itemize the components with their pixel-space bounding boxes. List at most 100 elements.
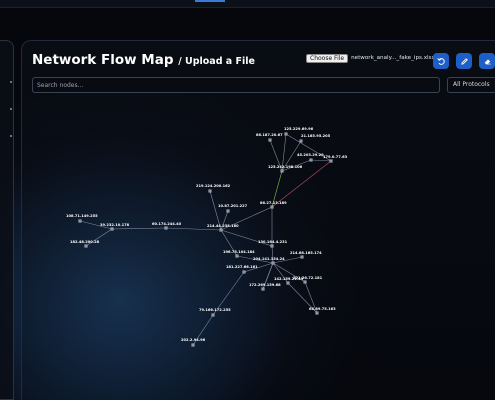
graph-edge	[287, 282, 318, 314]
graph-node[interactable]: 21.185.95.205	[299, 134, 331, 143]
graph-node[interactable]: 108.71.149.255	[66, 214, 98, 223]
graph-edge	[209, 190, 222, 231]
graph-node[interactable]: 196.75.104.184	[223, 250, 255, 258]
main-panel	[21, 40, 495, 400]
pen-icon	[460, 57, 468, 65]
search-input[interactable]	[32, 77, 440, 93]
graph-node-marker[interactable]	[270, 205, 274, 209]
graph-node[interactable]: 172.269.159.68	[249, 283, 281, 291]
graph-edge	[220, 206, 273, 231]
graph-node[interactable]: 202.2.94.96	[181, 338, 206, 347]
graph-node-label: 202.2.94.96	[181, 338, 206, 342]
graph-node-marker[interactable]	[84, 244, 88, 248]
graph-edge	[271, 160, 332, 208]
graph-node[interactable]: 10.87.201.227	[218, 204, 248, 213]
graph-node-marker[interactable]	[271, 261, 275, 265]
graph-node-marker[interactable]	[329, 159, 333, 163]
draw-button[interactable]	[456, 53, 472, 69]
graph-node-marker[interactable]	[300, 255, 304, 259]
graph-node-label: 21.185.95.205	[301, 134, 331, 138]
graph-edge	[272, 262, 289, 284]
graph-node-label: 125.242.198.106	[268, 165, 303, 169]
graph-edge	[111, 227, 167, 230]
graph-node-marker[interactable]	[219, 228, 223, 232]
graph-node-label: 130.164.4.231	[258, 240, 288, 244]
graph-node[interactable]: 204.141.154.24	[253, 257, 285, 265]
graph-node-marker[interactable]	[261, 287, 265, 291]
protocol-filter-value: All Protocols	[453, 81, 490, 88]
graph-edge	[220, 229, 273, 247]
graph-node[interactable]: 179.0.77.63	[323, 155, 348, 163]
graph-node-marker[interactable]	[164, 226, 168, 230]
graph-node-label: 86.187.20.67	[256, 133, 283, 137]
graph-node-marker[interactable]	[315, 311, 319, 315]
graph-node-marker[interactable]	[303, 280, 307, 284]
graph-edge	[281, 159, 312, 172]
graph-node[interactable]: 60.174.244.40	[152, 222, 182, 230]
graph-edge	[212, 271, 245, 316]
graph-node-marker[interactable]	[242, 270, 246, 274]
graph-node[interactable]: 39.232.10.178	[100, 223, 130, 231]
sidebar-dot[interactable]	[10, 135, 12, 137]
graph-node-marker[interactable]	[110, 227, 114, 231]
graph-node-label: 10.87.201.227	[218, 204, 248, 208]
graph-edge	[236, 255, 274, 264]
graph-edge	[165, 227, 222, 231]
graph-node-marker[interactable]	[280, 169, 284, 173]
graph-node[interactable]: 182.48.200.28	[70, 240, 100, 248]
graph-node-marker[interactable]	[309, 158, 313, 162]
graph-node[interactable]: 214.44.238.160	[207, 224, 239, 232]
window-top-bar	[0, 0, 495, 8]
graph-node[interactable]: 221.26.72.181	[293, 276, 323, 284]
graph-node-marker[interactable]	[286, 281, 290, 285]
graph-node[interactable]: 130.164.4.231	[258, 240, 288, 248]
graph-node[interactable]: 181.227.66.161	[226, 265, 258, 274]
erase-button[interactable]	[479, 53, 495, 69]
graph-node[interactable]: 214.68.165.174	[290, 251, 322, 259]
graph-node[interactable]: 79.166.172.255	[199, 308, 231, 317]
graph-node-label: 196.75.104.184	[223, 250, 255, 254]
graph-node-marker[interactable]	[268, 138, 272, 142]
graph-node-label: 221.26.72.181	[293, 276, 323, 280]
graph-node-marker[interactable]	[191, 343, 195, 347]
graph-node-label: 142.159.21.43	[274, 277, 304, 281]
graph-node-label: 214.68.165.174	[290, 251, 322, 255]
graph-node-label: 79.166.172.255	[199, 308, 231, 312]
graph-edge	[79, 220, 113, 230]
graph-edge	[269, 139, 283, 172]
sidebar-dot[interactable]	[10, 81, 12, 83]
graph-node-label: 172.269.159.68	[249, 283, 281, 287]
sidebar-dot[interactable]	[10, 108, 12, 110]
graph-edge	[281, 140, 302, 172]
graph-node[interactable]: 219.124.200.162	[196, 184, 231, 193]
choose-file-button[interactable]: Choose File	[306, 53, 349, 63]
graph-node-marker[interactable]	[284, 132, 288, 136]
protocol-filter-select[interactable]: All Protocols	[447, 77, 495, 93]
graph-node-marker[interactable]	[226, 209, 230, 213]
graph-node-marker[interactable]	[270, 244, 274, 248]
graph-node-marker[interactable]	[299, 139, 303, 143]
graph-node-label: 60.174.244.40	[152, 222, 182, 226]
graph-edge	[272, 262, 306, 283]
reset-button[interactable]	[433, 53, 449, 69]
graph-edge	[192, 314, 214, 346]
graph-node[interactable]: 68.89.75.163	[309, 307, 336, 315]
graph-node[interactable]: 125.242.198.106	[268, 165, 303, 173]
graph-node-marker[interactable]	[235, 254, 239, 258]
graph-node[interactable]: 45.203.29.29	[297, 153, 324, 162]
graph-node[interactable]: 86.27.13.189	[260, 201, 287, 209]
file-upload: Choose File network_analy..._fake_ips.xl…	[306, 53, 435, 63]
graph-edge	[243, 262, 274, 273]
graph-node[interactable]: 142.159.21.43	[274, 277, 304, 285]
graph-node-marker[interactable]	[208, 189, 212, 193]
graph-node-marker[interactable]	[78, 219, 82, 223]
graph-edge	[271, 245, 274, 264]
graph-node[interactable]: 86.187.20.67	[256, 133, 283, 142]
graph-node-marker[interactable]	[211, 313, 215, 317]
graph-node[interactable]: 125.229.69.96	[284, 127, 314, 136]
page-title-text: Network Flow Map	[32, 52, 174, 68]
graph-node-label: 86.27.13.189	[260, 201, 287, 205]
graph-node-label: 181.227.66.161	[226, 265, 258, 269]
